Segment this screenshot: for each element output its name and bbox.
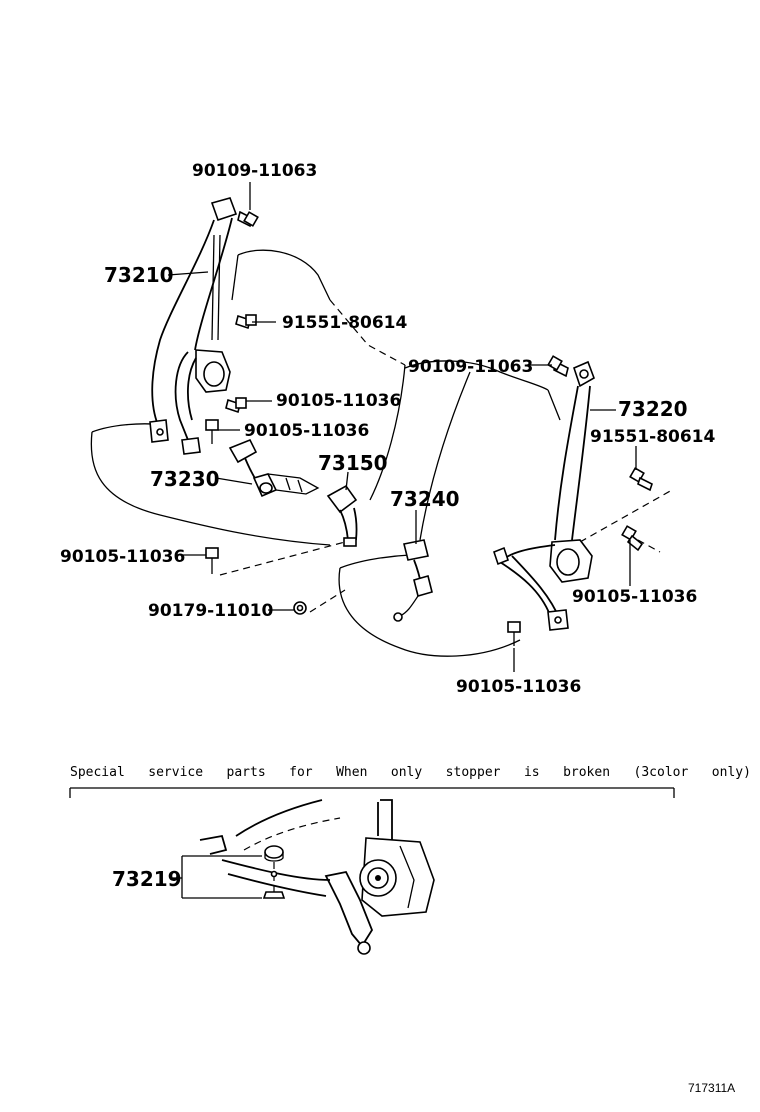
bolt-90105-e: [507, 621, 521, 646]
special-service-note: Special service parts for When only stop…: [70, 765, 751, 780]
part-labels: 90109-11063 73210 91551-80614 90105-1103…: [60, 161, 716, 697]
stopper-detail-drawing: [199, 799, 435, 955]
bolt-90109-right: [547, 355, 569, 378]
label-90105-11036-e: 90105-11036: [456, 677, 581, 697]
label-73150: 73150: [318, 451, 388, 475]
label-90105-11036-b: 90105-11036: [244, 421, 369, 441]
bolt-90105-d: [621, 525, 644, 552]
bolt-91551-left: [235, 314, 257, 330]
bolt-90105-c: [205, 547, 219, 574]
label-90105-11036-c: 90105-11036: [60, 547, 185, 567]
label-73219: 73219: [112, 867, 182, 891]
label-90105-11036-a: 90105-11036: [276, 391, 401, 411]
left-seat-outline: [90, 249, 406, 576]
belt-73220: [493, 360, 595, 631]
belt-73210: [149, 197, 238, 455]
label-73219-bracket: [172, 855, 262, 899]
label-73230: 73230: [150, 467, 220, 491]
bolt-90105-b: [205, 419, 219, 444]
label-90179-11010: 90179-11010: [148, 601, 274, 621]
buckle-73240: [393, 539, 433, 622]
special-section-bracket: [69, 787, 675, 798]
label-90105-11036-d: 90105-11036: [572, 587, 697, 607]
buckle-73150: [326, 484, 358, 547]
leader-lines: [167, 182, 637, 672]
label-90109-11063-top: 90109-11063: [192, 161, 317, 181]
label-73240: 73240: [390, 487, 460, 511]
label-90109-11063-right: 90109-11063: [408, 357, 533, 377]
bolt-90109-left: [237, 210, 259, 228]
label-73220: 73220: [618, 397, 688, 421]
label-91551-80614-left: 91551-80614: [282, 313, 408, 333]
nut-90179: [293, 601, 307, 615]
bolt-90105-a: [225, 397, 247, 414]
right-seat-outline: [309, 360, 673, 657]
buckle-73230: [228, 438, 320, 498]
bolt-91551-right: [629, 467, 653, 492]
label-73210: 73210: [104, 263, 174, 287]
catalog-number: 717311A: [688, 1081, 735, 1095]
label-91551-80614-right: 91551-80614: [590, 427, 716, 447]
